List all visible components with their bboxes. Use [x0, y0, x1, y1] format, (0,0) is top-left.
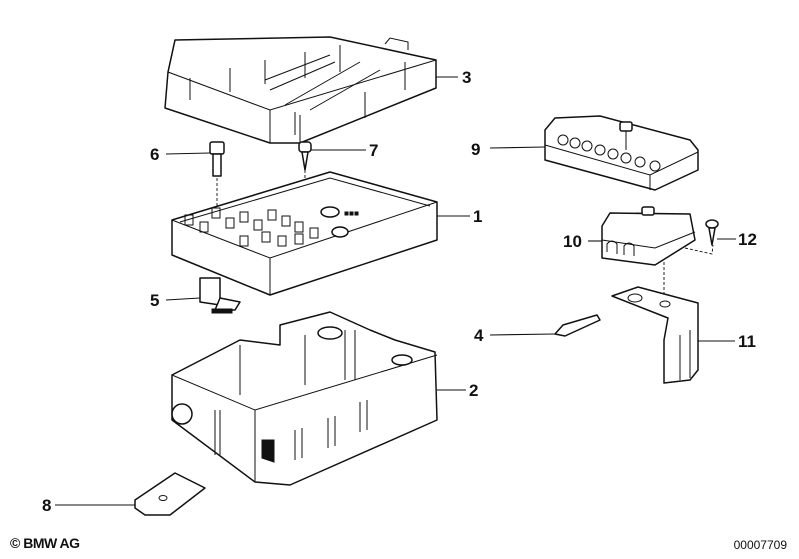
- part-12-holder-screw[interactable]: [705, 219, 719, 246]
- part-3-cover[interactable]: [164, 36, 437, 144]
- part-2-fuse-box-housing[interactable]: [171, 311, 438, 486]
- callout-1: 1: [473, 207, 482, 226]
- callout-10: 10: [563, 232, 582, 251]
- part-4-fuse[interactable]: [554, 314, 601, 337]
- part-6-screw[interactable]: [209, 141, 225, 210]
- callout-12: 12: [738, 230, 757, 249]
- part-8-mounting-plate[interactable]: [134, 472, 206, 516]
- callout-5: 5: [150, 291, 159, 310]
- callout-2: 2: [469, 381, 478, 400]
- callout-11: 11: [738, 332, 756, 351]
- part-1-fuse-box-base[interactable]: [171, 171, 438, 296]
- copyright-label: © BMW AG: [10, 535, 80, 551]
- part-11-holder-bracket[interactable]: [611, 286, 699, 384]
- part-10-fuse-holder[interactable]: [601, 206, 696, 266]
- callout-3: 3: [462, 68, 471, 87]
- callout-6: 6: [150, 145, 159, 164]
- callout-7: 7: [369, 141, 378, 160]
- part-9-fuse-block[interactable]: [544, 115, 699, 191]
- callout-8: 8: [42, 496, 51, 515]
- part-5-bracket-clip[interactable]: [199, 277, 241, 314]
- diagram-number: 00007709: [733, 538, 787, 552]
- callout-9: 9: [471, 140, 480, 159]
- callout-4: 4: [474, 326, 484, 345]
